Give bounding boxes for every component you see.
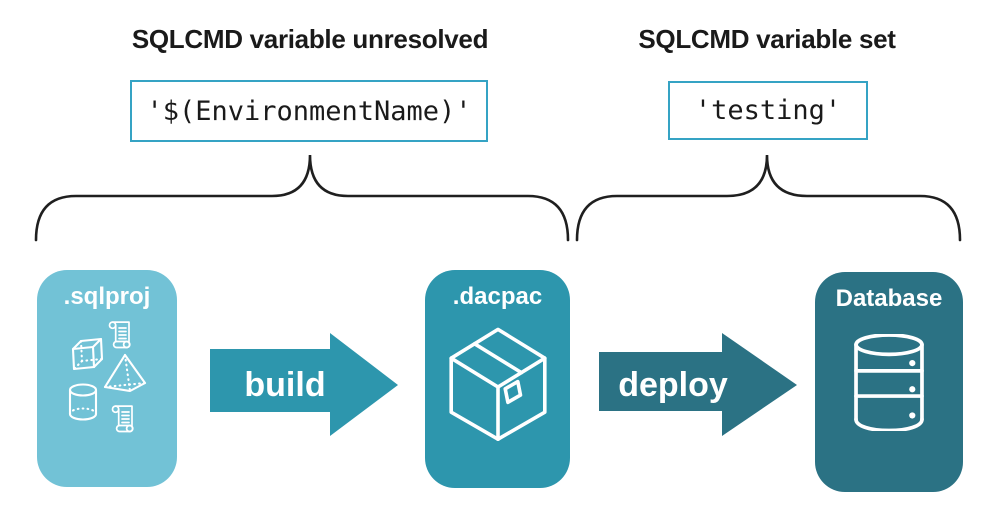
left-brace-icon [34, 154, 570, 242]
scroll-icon [111, 405, 134, 433]
sql-project-objects-icon [68, 321, 147, 433]
right-brace-icon [575, 154, 962, 242]
build-arrow-label: build [244, 366, 325, 404]
deploy-arrow: deploy [599, 333, 797, 436]
database-icon [854, 334, 924, 431]
heading-sqlcmd-set: SQLCMD variable set [638, 24, 896, 54]
code-box-environment-name: '$(EnvironmentName)' [130, 80, 488, 142]
cube-icon [71, 337, 104, 371]
scroll-icon [108, 321, 131, 349]
cylinder-icon [68, 383, 98, 421]
deploy-arrow-shape [599, 333, 797, 436]
package-icon [449, 327, 547, 441]
node-database-label: Database [835, 285, 943, 312]
pyramid-icon [103, 353, 147, 393]
code-box-testing: 'testing' [668, 81, 868, 140]
code-text-environment-name: '$(EnvironmentName)' [146, 95, 472, 127]
build-arrow: build [210, 333, 398, 436]
node-database: Database [815, 272, 963, 492]
build-arrow-shape [210, 333, 398, 436]
deploy-arrow-label: deploy [618, 366, 728, 404]
heading-sqlcmd-unresolved: SQLCMD variable unresolved [131, 24, 489, 54]
code-text-testing: 'testing' [694, 95, 842, 126]
node-dacpac-label: .dacpac [452, 283, 543, 310]
node-sqlproj-label: .sqlproj [63, 283, 151, 310]
node-dacpac: .dacpac [425, 270, 570, 488]
node-sqlproj: .sqlproj [37, 270, 177, 487]
